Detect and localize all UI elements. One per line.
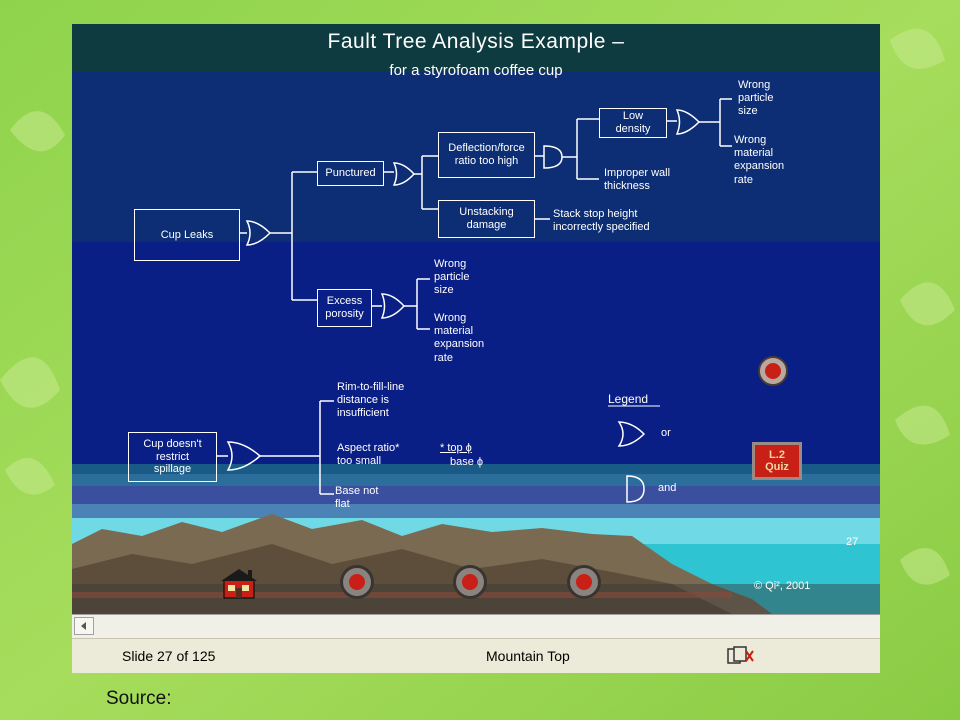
copyright-text: © Qi², 2001 <box>754 580 811 592</box>
presentation-viewer-window: Fault Tree Analysis Example – for a styr… <box>72 24 880 673</box>
leaf-wrong-particle-size: Wrong particle size <box>738 79 774 118</box>
node-cup-spillage: Cup doesn't restrict spillage <box>128 432 217 482</box>
leaf-wrong-material-expansion: Wrong material expansion rate <box>734 134 785 186</box>
node-deflection-force: Deflection/force ratio too high <box>438 132 535 178</box>
home-button[interactable] <box>220 566 260 600</box>
or-gate-icon <box>245 220 272 246</box>
return-button[interactable] <box>340 565 374 599</box>
slide-canvas: Fault Tree Analysis Example – for a styr… <box>72 24 880 614</box>
legend-or-symbol <box>617 421 646 447</box>
info-icon <box>765 363 781 379</box>
return-arrow-icon <box>349 574 365 590</box>
or-gate-icon <box>226 441 262 471</box>
or-gate-icon <box>392 162 416 186</box>
legend-or-label: or <box>661 427 671 439</box>
leaf-base-not-flat: Base not flat <box>335 485 379 511</box>
node-low-density: Low density <box>599 108 667 138</box>
leaf-rim-to-fill-line: Rim-to-fill-line distance is insufficien… <box>337 381 405 420</box>
previous-slide-button[interactable] <box>453 565 487 599</box>
leaf-wrong-material-expansion-2: Wrong material expansion rate <box>434 312 485 364</box>
aspect-note-base: base ϕ <box>450 456 484 468</box>
forward-arrow-icon <box>576 574 592 590</box>
node-excess-porosity: Excess porosity <box>317 289 372 327</box>
back-arrow-icon <box>462 574 478 590</box>
status-bar: Slide 27 of 125 Mountain Top <box>72 638 880 673</box>
aspect-note-top: * top ϕ <box>440 442 472 454</box>
node-cup-leaks: Cup Leaks <box>134 209 240 261</box>
slide-position: Slide 27 of 125 <box>122 648 216 664</box>
legend-title: Legend <box>608 392 649 406</box>
spellcheck-icon[interactable] <box>726 645 756 667</box>
or-gate-icon <box>380 293 406 319</box>
next-slide-button[interactable] <box>567 565 601 599</box>
leaf-aspect-ratio: Aspect ratio* too small <box>337 442 400 468</box>
slide-subtitle: for a styrofoam coffee cup <box>389 62 563 79</box>
fault-tree-links <box>217 98 732 503</box>
info-button[interactable] <box>758 356 788 386</box>
chevron-left-icon <box>81 622 86 630</box>
design-name: Mountain Top <box>486 648 570 664</box>
legend-and-label: and <box>658 482 677 494</box>
or-gate-icon <box>675 109 701 135</box>
quiz-button[interactable]: L.2 Quiz <box>752 442 802 480</box>
scroll-left-button[interactable] <box>74 617 94 635</box>
horizontal-scrollbar[interactable] <box>72 614 880 639</box>
slide-title: Fault Tree Analysis Example – <box>327 30 625 53</box>
and-gate-icon <box>543 145 563 169</box>
leaf-stack-stop-height: Stack stop height incorrectly specified <box>553 208 650 234</box>
legend-and-symbol <box>626 475 645 503</box>
leaf-improper-wall-thickness: Improper wall thickness <box>604 167 671 193</box>
source-label: Source: <box>106 688 172 709</box>
leaf-wrong-particle-size-2: Wrong particle size <box>434 258 470 297</box>
node-unstacking-damage: Unstacking damage <box>438 200 535 238</box>
node-punctured: Punctured <box>317 161 384 186</box>
slide-number: 27 <box>846 536 859 548</box>
